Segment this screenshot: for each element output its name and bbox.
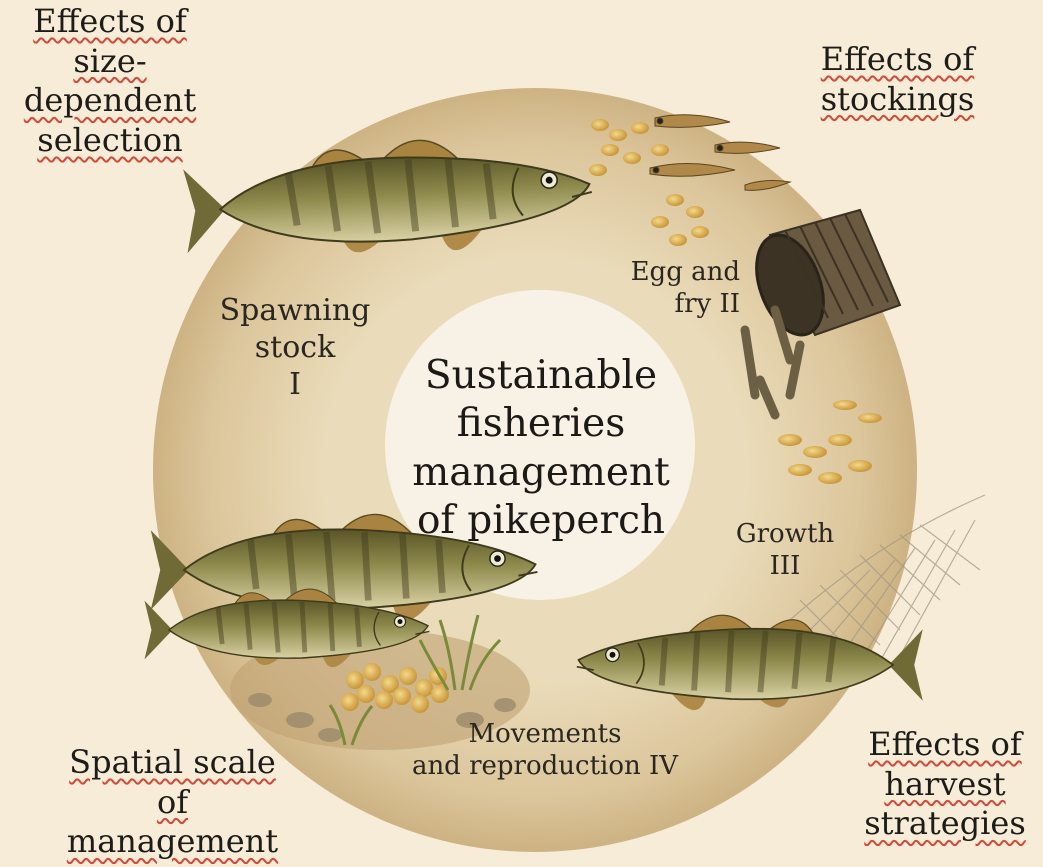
corner-size-dependent-selection: Effects of size- dependent selection bbox=[15, 2, 205, 161]
corner-label-line: harvest bbox=[850, 765, 1040, 805]
corner-label-line: size- bbox=[15, 42, 205, 82]
center-title-line: management bbox=[410, 449, 672, 497]
corner-label-line: Effects of bbox=[15, 2, 205, 42]
corner-label-line: stockings bbox=[805, 80, 990, 120]
stage-label-line: Egg and bbox=[600, 256, 740, 288]
stage-label-line: III bbox=[730, 550, 840, 582]
center-title-line: fisheries bbox=[410, 400, 672, 448]
corner-label-line: strategies bbox=[850, 804, 1040, 844]
stage-label-line: fry II bbox=[600, 288, 740, 320]
stage-label-line: Growth bbox=[730, 518, 840, 550]
center-title-line: of pikeperch bbox=[410, 497, 672, 545]
corner-label-line: selection bbox=[15, 121, 205, 161]
corner-label-line: Spatial scale bbox=[50, 743, 295, 783]
stage-spawning-stock: Spawning stock I bbox=[205, 292, 385, 404]
corner-label-line: Effects of bbox=[850, 725, 1040, 765]
center-title: Sustainable fisheries management of pike… bbox=[410, 352, 672, 545]
corner-label-line: Effects of bbox=[805, 40, 990, 80]
corner-spatial-scale: Spatial scale of management bbox=[50, 743, 295, 862]
stage-growth: Growth III bbox=[730, 518, 840, 582]
center-title-line: Sustainable bbox=[410, 352, 672, 400]
stage-label-line: Spawning bbox=[205, 292, 385, 329]
stage-egg-fry: Egg and fry II bbox=[600, 256, 740, 320]
corner-harvest-strategies: Effects of harvest strategies bbox=[850, 725, 1040, 844]
corner-label-line: dependent bbox=[15, 81, 205, 121]
stage-movements-reproduction: Movements and reproduction IV bbox=[395, 718, 695, 782]
corner-stockings: Effects of stockings bbox=[805, 40, 990, 119]
stage-label-line: stock bbox=[205, 329, 385, 366]
corner-label-line: management bbox=[50, 822, 295, 862]
corner-label-line: of bbox=[50, 783, 295, 823]
stage-label-line: and reproduction IV bbox=[395, 750, 695, 782]
stage-label-line: Movements bbox=[395, 718, 695, 750]
stage-label-line: I bbox=[205, 366, 385, 403]
